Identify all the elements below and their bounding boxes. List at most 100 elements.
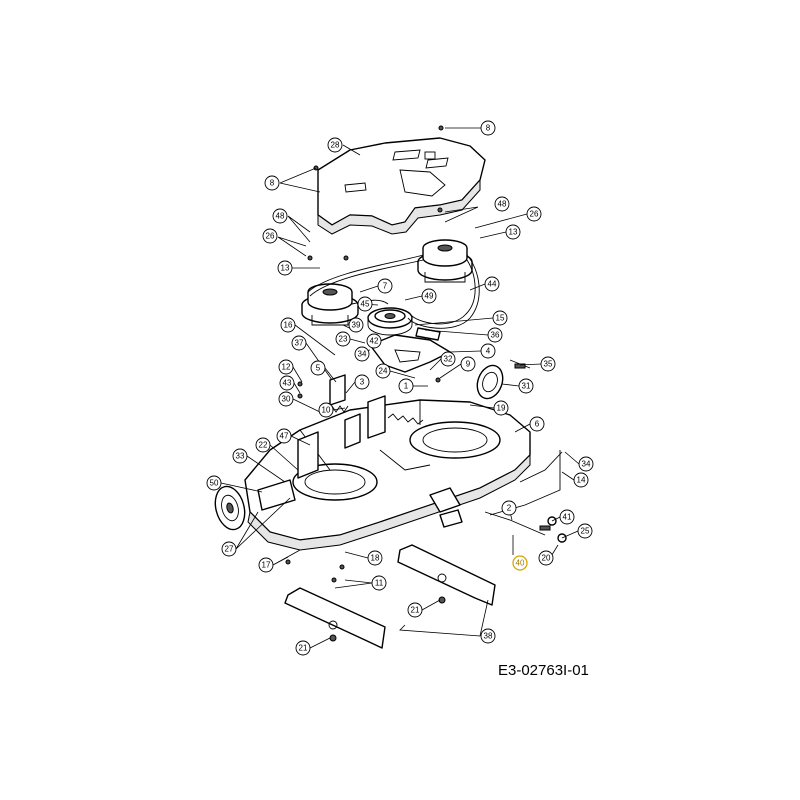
callout-38: 38 — [480, 628, 496, 644]
belt-cover — [317, 137, 486, 235]
callout-13: 13 — [505, 224, 521, 240]
svg-text:48: 48 — [498, 200, 507, 209]
svg-text:5: 5 — [316, 364, 321, 373]
svg-text:34: 34 — [582, 460, 591, 469]
callout-48: 48 — [494, 196, 510, 212]
svg-text:39: 39 — [352, 321, 361, 330]
callout-16: 16 — [280, 317, 296, 333]
callout-22: 22 — [255, 437, 271, 453]
svg-text:1: 1 — [404, 382, 409, 391]
svg-text:45: 45 — [361, 300, 370, 309]
svg-text:19: 19 — [497, 404, 506, 413]
callout-11: 11 — [371, 575, 387, 591]
svg-text:32: 32 — [444, 355, 453, 364]
callout-34: 34 — [354, 346, 370, 362]
svg-text:31: 31 — [522, 382, 531, 391]
svg-text:43: 43 — [283, 379, 292, 388]
svg-text:11: 11 — [375, 579, 384, 588]
mower-deck-shell — [244, 399, 531, 551]
callout-43: 43 — [279, 375, 295, 391]
callout-40-highlighted: 40 — [512, 555, 528, 571]
callout-6: 6 — [529, 416, 545, 432]
right-spindle-pulley — [417, 239, 473, 283]
svg-text:2: 2 — [507, 504, 512, 513]
svg-text:47: 47 — [280, 432, 289, 441]
callout-15: 15 — [492, 310, 508, 326]
svg-text:42: 42 — [370, 337, 379, 346]
callout-balloons: 8 28 8 48 48 26 26 13 13 44 7 49 45 15 3… — [206, 120, 594, 656]
svg-text:26: 26 — [266, 232, 275, 241]
svg-text:35: 35 — [544, 360, 553, 369]
svg-text:38: 38 — [484, 632, 493, 641]
callout-17: 17 — [258, 557, 274, 573]
svg-text:12: 12 — [282, 363, 291, 372]
svg-text:8: 8 — [486, 124, 491, 133]
svg-text:36: 36 — [491, 331, 500, 340]
callout-3: 3 — [354, 374, 370, 390]
right-blade — [397, 544, 496, 606]
svg-text:26: 26 — [530, 210, 539, 219]
callout-48: 48 — [272, 208, 288, 224]
side-gauge-wheel — [476, 364, 504, 400]
callout-25: 25 — [577, 523, 593, 539]
callout-42: 42 — [366, 333, 382, 349]
svg-text:6: 6 — [535, 420, 540, 429]
svg-text:10: 10 — [322, 406, 331, 415]
svg-text:23: 23 — [339, 335, 348, 344]
callout-8: 8 — [480, 120, 496, 136]
svg-text:13: 13 — [281, 264, 290, 273]
svg-text:27: 27 — [225, 545, 234, 554]
callout-49: 49 — [421, 288, 437, 304]
left-spindle-pulley — [301, 283, 359, 326]
svg-text:22: 22 — [259, 441, 268, 450]
callout-30: 30 — [278, 391, 294, 407]
callout-26: 26 — [526, 206, 542, 222]
drive-belt — [307, 254, 480, 329]
svg-text:16: 16 — [284, 321, 293, 330]
callout-21: 21 — [407, 602, 423, 618]
callout-41: 41 — [559, 509, 575, 525]
svg-text:50: 50 — [210, 479, 219, 488]
front-hanger-brackets — [297, 374, 386, 479]
svg-text:7: 7 — [383, 282, 388, 291]
callout-21: 21 — [295, 640, 311, 656]
callout-7: 7 — [377, 278, 393, 294]
callout-27: 27 — [221, 541, 237, 557]
svg-text:40: 40 — [516, 559, 525, 568]
callout-4: 4 — [480, 343, 496, 359]
callout-36: 36 — [487, 327, 503, 343]
callout-9: 9 — [460, 356, 476, 372]
svg-text:18: 18 — [371, 554, 380, 563]
callout-39: 39 — [348, 317, 364, 333]
callout-33: 33 — [232, 448, 248, 464]
left-blade — [284, 587, 386, 649]
svg-text:37: 37 — [295, 339, 304, 348]
callout-45: 45 — [357, 296, 373, 312]
svg-text:34: 34 — [358, 350, 367, 359]
svg-text:14: 14 — [577, 476, 586, 485]
callout-13: 13 — [277, 260, 293, 276]
callout-32: 32 — [440, 351, 456, 367]
callout-23: 23 — [335, 331, 351, 347]
svg-text:49: 49 — [425, 292, 434, 301]
svg-text:20: 20 — [542, 554, 551, 563]
svg-text:48: 48 — [276, 212, 285, 221]
svg-text:33: 33 — [236, 452, 245, 461]
svg-text:4: 4 — [486, 347, 491, 356]
callout-5: 5 — [310, 360, 326, 376]
svg-text:28: 28 — [331, 141, 340, 150]
callout-18: 18 — [367, 550, 383, 566]
svg-text:15: 15 — [496, 314, 505, 323]
svg-text:30: 30 — [282, 395, 291, 404]
leader-lines — [220, 127, 580, 649]
svg-text:21: 21 — [299, 644, 308, 653]
callout-47: 47 — [276, 428, 292, 444]
callout-24: 24 — [375, 363, 391, 379]
callout-26: 26 — [262, 228, 278, 244]
svg-text:21: 21 — [411, 606, 420, 615]
callout-34: 34 — [578, 456, 594, 472]
diagram-reference-code: E3-02763I-01 — [498, 662, 589, 679]
svg-text:25: 25 — [581, 527, 590, 536]
callout-8: 8 — [264, 175, 280, 191]
